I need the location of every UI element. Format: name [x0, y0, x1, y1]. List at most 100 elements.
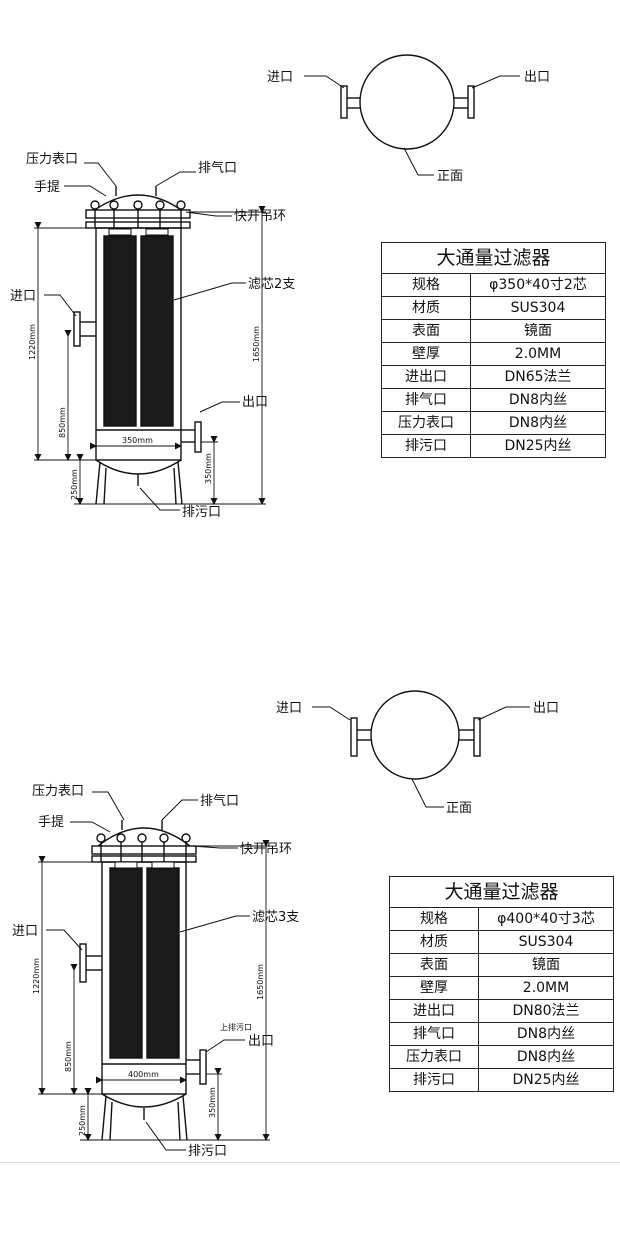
- outlet-flange-side: [199, 1049, 207, 1085]
- vessel-body: [101, 861, 187, 1095]
- dim-outlet-height: 350mm: [204, 453, 213, 484]
- quick-ring-label: 快开吊环: [234, 209, 286, 224]
- inlet-flange-front: [350, 717, 358, 757]
- pressure-gauge-label: 压力表口: [26, 152, 78, 167]
- upper-drain-label: 上排污口: [220, 1022, 252, 1032]
- drain-label: 排污口: [188, 1144, 227, 1159]
- dim-body-height: 1220mm: [32, 958, 41, 994]
- outlet-flange-front: [467, 85, 475, 119]
- row-key: 排污口: [381, 434, 471, 458]
- side-view-2: [79, 820, 207, 1141]
- row-key: 材质: [381, 296, 471, 320]
- row-value: DN65法兰: [470, 365, 606, 389]
- side-view-1: [73, 186, 202, 505]
- row-value: 2.0MM: [478, 976, 614, 1000]
- row-value: SUS304: [478, 930, 614, 954]
- divider: [0, 1162, 620, 1163]
- diagram-1: 进口 出口 正面: [10, 54, 550, 520]
- row-value: DN8内丝: [470, 388, 606, 412]
- dim-total-height: 1650mm: [256, 964, 265, 1000]
- front-label: 正面: [446, 801, 472, 816]
- row-key: 进出口: [389, 999, 479, 1023]
- row-value: 镜面: [478, 953, 614, 977]
- row-key: 排气口: [389, 1022, 479, 1046]
- filter-cartridge: [146, 867, 180, 1059]
- row-key: 表面: [381, 319, 471, 343]
- row-value: DN8内丝: [478, 1022, 614, 1046]
- cartridge-label: 滤芯3支: [252, 910, 299, 925]
- row-key: 进出口: [381, 365, 471, 389]
- vessel-top-circle: [370, 690, 460, 780]
- filter-cartridge: [140, 235, 174, 427]
- front-inlet-label: 进口: [267, 70, 293, 85]
- row-value: φ400*40寸3芯: [478, 907, 614, 931]
- inlet-flange-side: [79, 943, 87, 983]
- front-outlet-label: 出口: [533, 701, 559, 716]
- bottom-dish: [101, 1093, 187, 1108]
- vessel-top-circle: [359, 54, 455, 150]
- lid-flange: [91, 845, 197, 855]
- filter-cartridge: [109, 867, 143, 1059]
- row-value: 2.0MM: [470, 342, 606, 366]
- row-key: 规格: [389, 907, 479, 931]
- row-value: SUS304: [470, 296, 606, 320]
- vent-label: 排气口: [200, 793, 239, 809]
- dim-leg-height: 250mm: [70, 469, 79, 500]
- table-title: 大通量过滤器: [389, 876, 614, 908]
- front-view-1: [304, 54, 520, 176]
- dim-diameter: 400mm: [128, 1070, 159, 1079]
- bottom-dish: [95, 459, 182, 475]
- row-key: 规格: [381, 273, 471, 297]
- front-label: 正面: [437, 169, 463, 184]
- row-key: 排气口: [381, 388, 471, 412]
- diagram-2: 进口 出口 正面: [12, 690, 559, 1159]
- outlet-label: 出口: [242, 395, 268, 410]
- table-title: 大通量过滤器: [381, 242, 606, 274]
- row-value: DN80法兰: [478, 999, 614, 1023]
- row-key: 材质: [389, 930, 479, 954]
- dim-leg-height: 250mm: [78, 1105, 87, 1136]
- row-value: φ350*40寸2芯: [470, 273, 606, 297]
- pressure-gauge-label: 压力表口: [32, 784, 84, 799]
- quick-open-rings: [90, 200, 186, 228]
- front-view-2: [312, 690, 530, 808]
- dim-diameter: 350mm: [122, 436, 153, 445]
- outlet-flange-front: [473, 717, 481, 757]
- outlet-flange-side: [194, 421, 202, 453]
- outlet-label: 出口: [248, 1034, 274, 1049]
- dim-inlet-height: 850mm: [58, 407, 67, 438]
- vent-label: 排气口: [198, 160, 237, 176]
- filter-cartridge: [103, 235, 137, 427]
- inlet-label: 进口: [10, 289, 36, 304]
- handle-label: 手提: [34, 179, 60, 195]
- row-key: 压力表口: [389, 1045, 479, 1069]
- row-value: DN8内丝: [478, 1045, 614, 1069]
- lid-dome: [91, 194, 185, 213]
- row-key: 排污口: [389, 1068, 479, 1092]
- lid-dome: [97, 827, 191, 847]
- inlet-label: 进口: [12, 924, 38, 939]
- table-row: 表面镜面: [381, 319, 606, 343]
- row-value: DN25内丝: [470, 434, 606, 458]
- row-value: DN25内丝: [478, 1068, 614, 1092]
- front-inlet-label: 进口: [276, 701, 302, 716]
- row-key: 壁厚: [389, 976, 479, 1000]
- row-key: 壁厚: [381, 342, 471, 366]
- dimension-lines: [38, 840, 270, 1141]
- dim-total-height: 1650mm: [252, 326, 261, 362]
- dim-inlet-height: 850mm: [64, 1041, 73, 1072]
- row-value: 镜面: [470, 319, 606, 343]
